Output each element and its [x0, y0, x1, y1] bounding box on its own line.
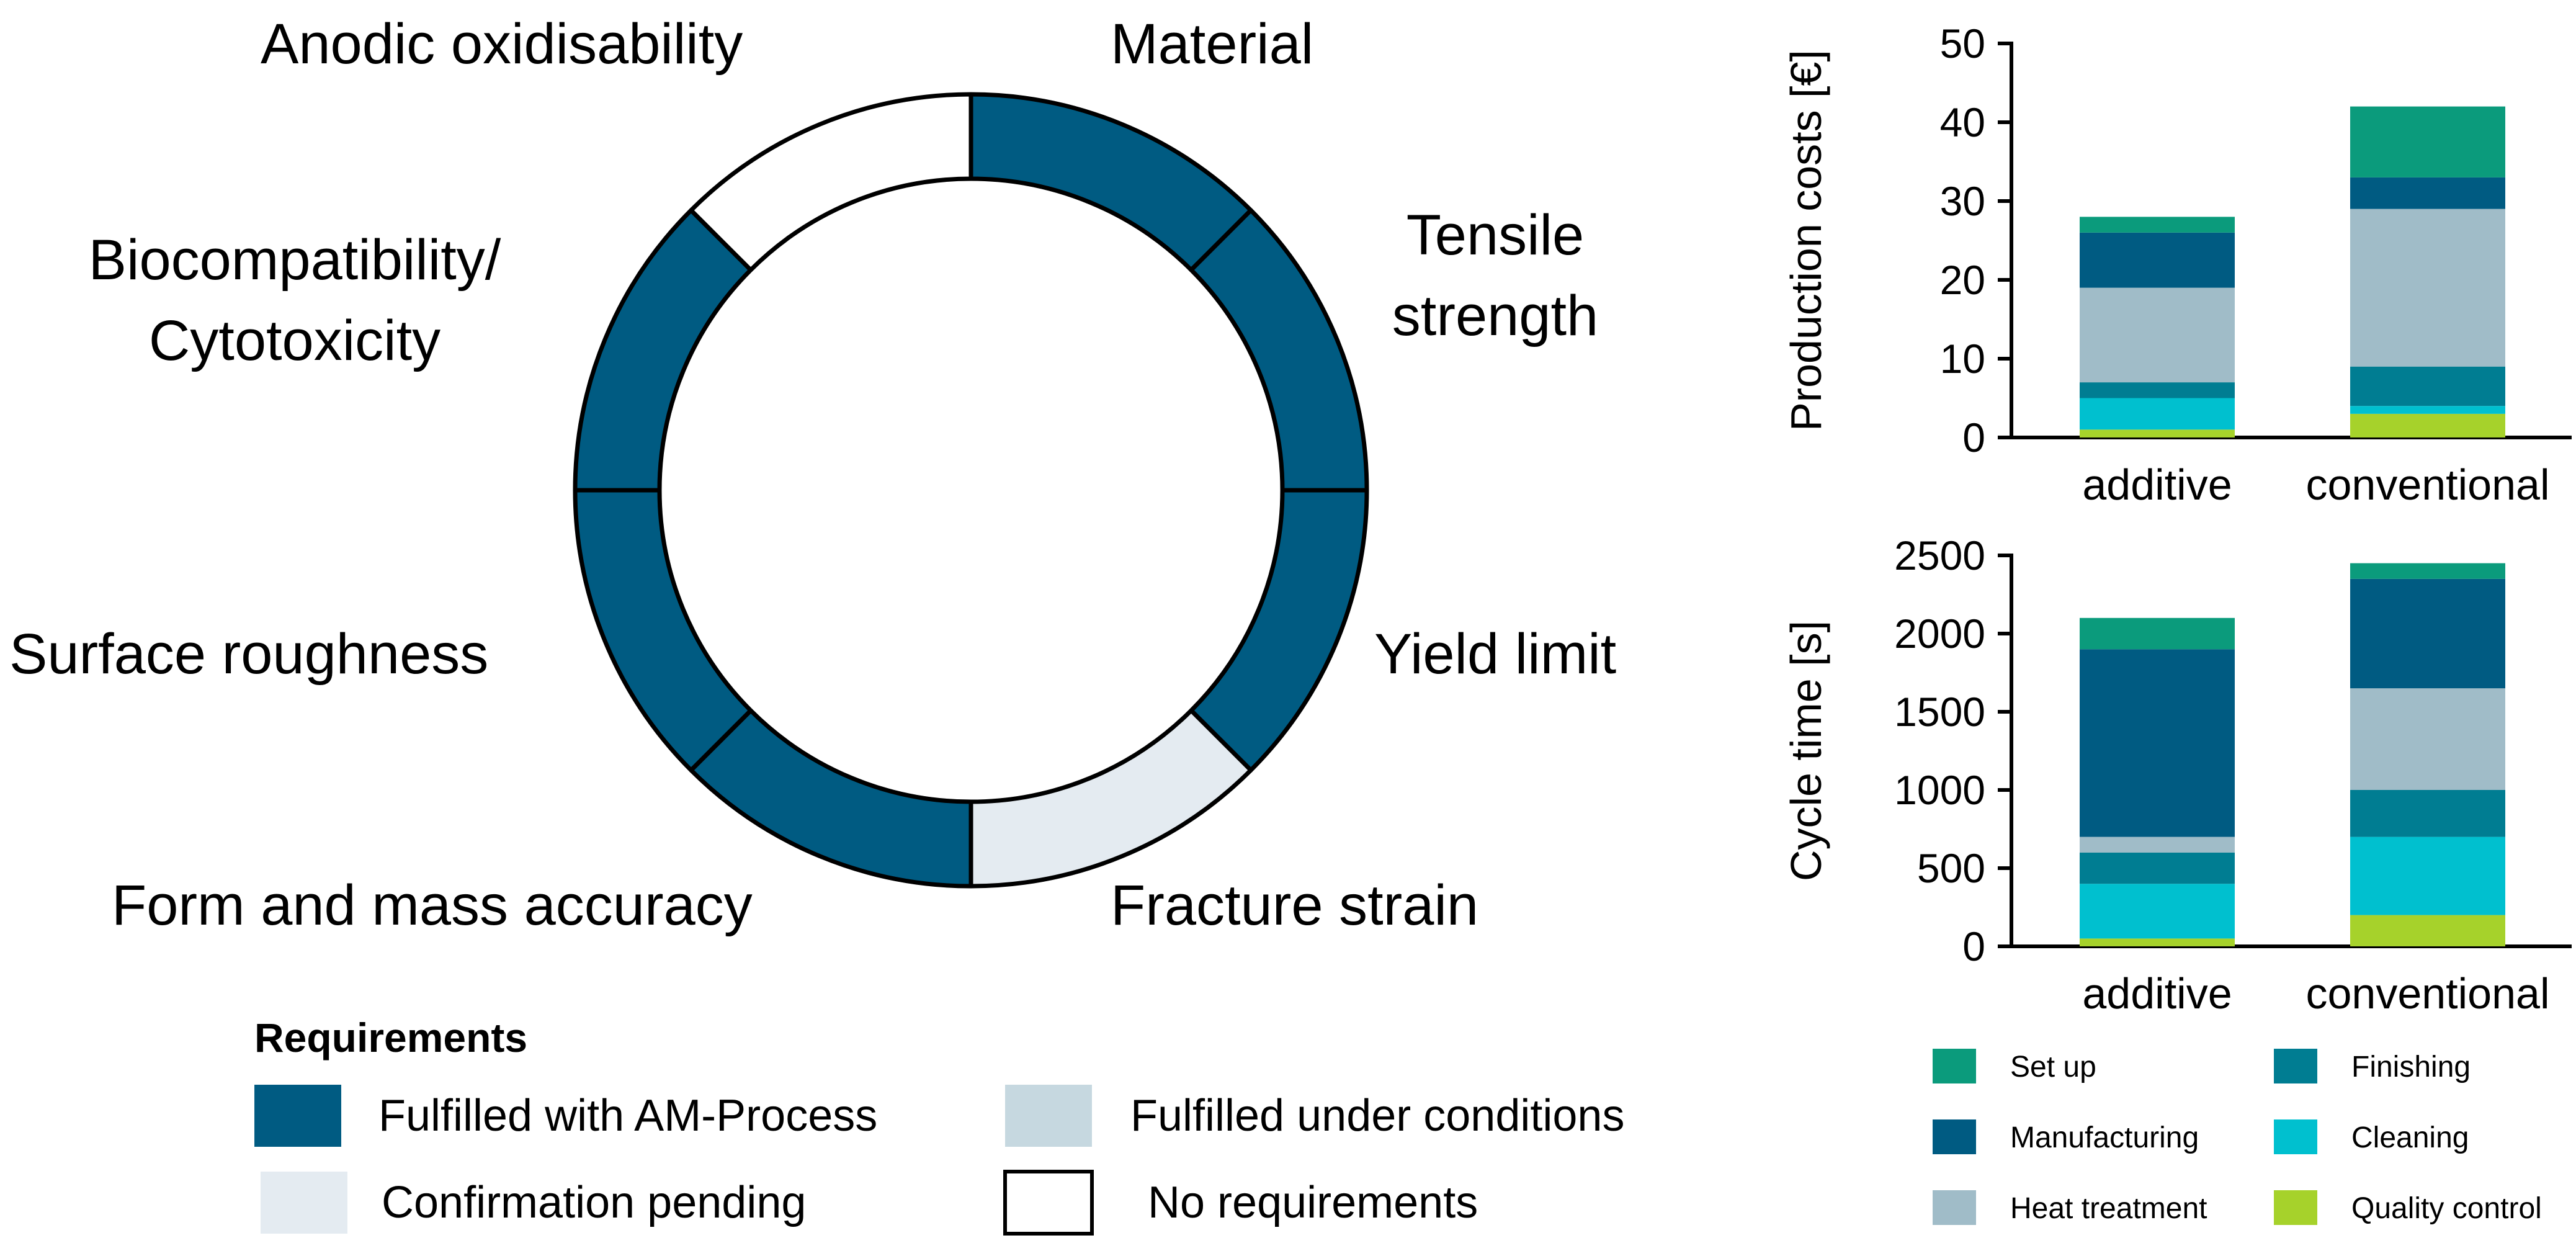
cycle-y-tick-label: 1000 [1894, 767, 1985, 813]
donut-segment-material [968, 92, 1253, 272]
bar-legend-swatch-set-up [1933, 1049, 1976, 1083]
legend-label-no-requirements: No requirements [1148, 1178, 1478, 1227]
cycle-bar-additive-finishing [2080, 852, 2235, 884]
donut-label-line: Material [1111, 12, 1313, 76]
costs-y-tick-label: 10 [1940, 336, 1985, 382]
costs-bar-additive-quality-control [2080, 429, 2235, 437]
cycle-bar-additive-set-up [2080, 617, 2235, 650]
costs-y-tick-label: 20 [1940, 257, 1985, 303]
bar-legend-label-cleaning: Cleaning [2351, 1121, 2469, 1154]
costs-y-tick-label: 0 [1962, 415, 1985, 460]
cycle-bar-conventional-quality-control [2350, 915, 2505, 946]
legend-label-confirmation-pending: Confirmation pending [382, 1178, 806, 1227]
cycle-x-tick-label: additive [2082, 969, 2232, 1018]
legend-swatch-fulfilled-am [254, 1085, 341, 1147]
legend-swatch-confirmation-pending [261, 1172, 347, 1234]
costs-bar-conventional-cleaning [2350, 406, 2505, 414]
cycle-bar-additive-cleaning [2080, 884, 2235, 939]
donut-label-line: Anodic oxidisability [261, 12, 743, 76]
bar-legend-label-manufacturing: Manufacturing [2010, 1121, 2199, 1154]
cycle-bar-additive-heat-treatment [2080, 837, 2235, 853]
donut-segment-surface-roughness [573, 488, 753, 773]
legend-label-fulfilled-am: Fulfilled with AM-Process [378, 1091, 877, 1141]
bar-legend-label-heat-treatment: Heat treatment [2010, 1192, 2207, 1225]
donut-label-tensile-strength: Tensile strength [1392, 204, 1598, 348]
donut-label-anodic-oxidisability: Anodic oxidisability [261, 12, 743, 76]
donut-segment-form-and-mass-accuracy [689, 708, 973, 889]
donut-label-yield-limit: Yield limit [1374, 622, 1616, 686]
donut-label-line: Surface roughness [9, 622, 488, 686]
costs-bar-additive-heat-treatment [2080, 287, 2235, 383]
cycle-bar-conventional-manufacturing [2350, 578, 2505, 689]
donut-segment-yield-limit [1189, 488, 1369, 773]
donut-label-fracture-strain: Fracture strain [1111, 874, 1478, 937]
legend-title: Requirements [254, 1015, 527, 1061]
costs-bar-conventional-set-up [2350, 106, 2505, 177]
costs-x-tick-label: conventional [2305, 460, 2549, 509]
cycle-bar-additive-quality-control [2080, 938, 2235, 946]
costs-bar-additive-finishing [2080, 382, 2235, 398]
donut-segment-fracture-strain [968, 708, 1253, 889]
bar-legend-label-finishing: Finishing [2351, 1051, 2471, 1083]
cycle-bar-additive-manufacturing [2080, 649, 2235, 837]
donut-label-line: strength [1392, 284, 1598, 348]
cycle-bar-conventional-heat-treatment [2350, 688, 2505, 790]
legend-label-fulfilled-conditions: Fulfilled under conditions [1130, 1091, 1624, 1141]
bar-legend-label-quality-control: Quality control [2351, 1192, 2542, 1225]
costs-bar-conventional-quality-control [2350, 413, 2505, 437]
bar-legend-swatch-quality-control [2274, 1190, 2317, 1225]
donut-label-material: Material [1111, 12, 1313, 76]
costs-x-tick-label: additive [2082, 460, 2232, 509]
donut-label-line: Form and mass accuracy [112, 874, 753, 937]
costs-y-axis-label: Production costs [€] [1782, 50, 1830, 431]
donut-label-line: Fracture strain [1111, 874, 1478, 937]
donut-segment-tensile-strength [1189, 208, 1369, 493]
donut-label-line: Tensile [1407, 204, 1584, 267]
legend-swatch-fulfilled-conditions [1005, 1085, 1092, 1147]
bar-legend-swatch-finishing [2274, 1049, 2317, 1083]
costs-y-tick-label: 50 [1940, 20, 1985, 66]
legend-swatch-no-requirements [1003, 1170, 1094, 1236]
cycle-bar-conventional-finishing [2350, 790, 2505, 837]
donut-label-line: Yield limit [1374, 622, 1616, 686]
bar-legend-swatch-manufacturing [1933, 1119, 1976, 1154]
cycle-y-tick-label: 1500 [1894, 689, 1985, 735]
cycle-y-axis-label: Cycle time [s] [1782, 621, 1830, 881]
costs-bar-additive-set-up [2080, 217, 2235, 233]
bar-legend-swatch-cleaning [2274, 1119, 2317, 1154]
donut-label-line: Cytotoxicity [149, 309, 441, 372]
donut-label-form-and-mass-accuracy: Form and mass accuracy [112, 874, 753, 937]
bar-legend-label-set-up: Set up [2010, 1051, 2096, 1083]
costs-y-tick-label: 40 [1940, 99, 1985, 145]
cycle-x-tick-label: conventional [2305, 969, 2549, 1018]
cycle-y-tick-label: 2000 [1894, 611, 1985, 657]
costs-bar-conventional-finishing [2350, 366, 2505, 406]
cycle-y-tick-label: 2500 [1894, 532, 1985, 578]
cycle-bar-conventional-cleaning [2350, 837, 2505, 915]
donut-segment-anodic-oxidisability [689, 92, 973, 272]
donut-label-surface-roughness: Surface roughness [9, 622, 488, 686]
donut-segment-biocompatibility-cytotoxicity [573, 208, 753, 493]
costs-bar-additive-manufacturing [2080, 232, 2235, 288]
costs-bar-conventional-manufacturing [2350, 177, 2505, 209]
costs-bar-additive-cleaning [2080, 398, 2235, 430]
cycle-y-tick-label: 500 [1917, 845, 1985, 891]
bar-legend-swatch-heat-treatment [1933, 1190, 1976, 1225]
cycle-bar-conventional-set-up [2350, 563, 2505, 579]
cycle-y-tick-label: 0 [1962, 923, 1985, 969]
donut-label-biocompatibility-cytotoxicity: Biocompatibility/Cytotoxicity [89, 228, 501, 372]
costs-y-tick-label: 30 [1940, 178, 1985, 224]
donut-label-line: Biocompatibility/ [89, 228, 501, 292]
costs-bar-conventional-heat-treatment [2350, 209, 2505, 367]
